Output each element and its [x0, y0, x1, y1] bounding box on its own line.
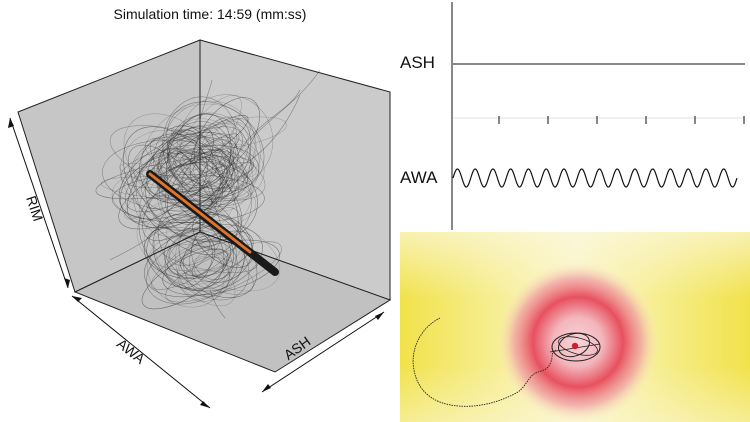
ash-axis-arrowhead-right: [375, 312, 384, 320]
trajectory-loop: [120, 129, 224, 220]
trajectory-loop: [166, 101, 265, 192]
trajectory-loop: [168, 118, 253, 212]
trajectory-stray-path: [229, 94, 301, 171]
trajectory-loop: [167, 150, 231, 221]
planar-trajectory: [412, 317, 557, 407]
trajectory-loop: [192, 212, 254, 268]
trajectory-loop: [133, 135, 253, 202]
time-traces-panel: ASH AWA: [400, 2, 745, 230]
trajectory-loop: [111, 174, 265, 224]
trajectory-cloud: [95, 69, 321, 319]
trajectory-loop: [150, 138, 212, 210]
trajectory-loop: [168, 227, 221, 266]
trajectory-stray-path: [249, 69, 321, 141]
trajectory-loop: [150, 244, 228, 272]
trajectory-loop: [141, 249, 229, 310]
trajectory-loop: [109, 125, 266, 201]
trajectory-loop: [145, 151, 258, 242]
trajectory-loop: [161, 133, 240, 192]
trajectory-loop: [153, 231, 236, 307]
trajectory-loop: [135, 148, 223, 231]
trajectory-loop: [163, 228, 216, 278]
trajectory-loop: [185, 255, 230, 298]
3d-trajectory-plot: RIM AWA ASH: [8, 39, 392, 409]
trajectory-loop: [102, 139, 248, 212]
trajectory-loop: [166, 121, 231, 186]
awa-trace-label: AWA: [400, 168, 438, 187]
trajectory-stray-path: [209, 289, 226, 319]
ash-axis-arrow: [261, 311, 385, 393]
rim-axis-arrowhead-bottom: [64, 278, 70, 288]
trajectory-loop: [139, 133, 208, 204]
trajectory-loop: [146, 216, 234, 290]
trajectory-loop: [167, 114, 251, 199]
awa-axis-label: AWA: [114, 335, 149, 367]
trajectory-loop: [176, 112, 260, 199]
trajectory-loop: [143, 221, 231, 279]
heatmap-trajectory-panel: [400, 232, 750, 422]
trajectory-loop: [157, 143, 255, 185]
trajectory-loop: [163, 162, 254, 207]
awa-axis-arrowhead-left: [72, 296, 82, 302]
trajectory-loop: [111, 167, 257, 231]
trajectory-stray-path: [109, 219, 171, 261]
trajectory-stray-path: [199, 79, 213, 121]
trajectory-loop: [159, 153, 252, 243]
trajectory-loop: [162, 96, 238, 189]
trajectory-loop: [175, 212, 246, 298]
trajectory-loop: [144, 137, 248, 189]
ash-trace-label: ASH: [400, 53, 435, 72]
rim-axis-arrowhead-top: [8, 118, 14, 128]
heatmap-hotspot: [496, 260, 660, 422]
trajectory-loop: [157, 148, 243, 235]
trajectory-loop: [173, 115, 249, 167]
trajectory-loop: [157, 205, 258, 298]
trajectory-loop: [146, 239, 238, 305]
trajectory-loop: [180, 230, 254, 277]
trajectory-loop: [162, 239, 280, 296]
trajectory-loop: [100, 176, 250, 202]
trajectory-loop: [181, 116, 287, 150]
trajectory-loop: [175, 95, 242, 174]
awa-axis-arrow: [71, 295, 211, 409]
trajectory-loop: [130, 133, 245, 217]
trajectory-loop: [177, 247, 230, 302]
awa-trace-line: [452, 168, 738, 188]
trajectory-loop: [143, 224, 263, 298]
trajectory-loop: [145, 149, 245, 178]
trajectory-loop: [163, 100, 256, 192]
trajectory-loop: [124, 124, 235, 220]
current-position-marker: [571, 342, 579, 350]
trajectory-loop: [165, 241, 282, 303]
trajectory-loop: [164, 151, 239, 225]
rim-axis-arrow: [9, 117, 69, 289]
awa-axis-arrowhead-right: [200, 401, 210, 408]
ash-axis-arrowhead-left: [262, 384, 271, 392]
orbit-ring-3: [558, 336, 598, 356]
time-axis-ticks: [453, 116, 745, 124]
trajectory-loop: [177, 139, 234, 209]
trajectory-loop: [194, 97, 260, 174]
simulation-time-label: Simulation time: 14:59 (mm:ss): [113, 6, 307, 22]
highlight-ellipse: [148, 172, 252, 254]
trajectory-stray-path: [239, 89, 301, 151]
trajectory-loop: [120, 145, 227, 188]
trajectory-loop: [153, 125, 214, 197]
rim-axis-label: RIM: [23, 194, 46, 223]
trajectory-loop: [171, 125, 257, 178]
trajectory-loop: [200, 118, 251, 170]
trajectory-loop: [136, 198, 244, 283]
trajectory-loop: [201, 121, 262, 182]
